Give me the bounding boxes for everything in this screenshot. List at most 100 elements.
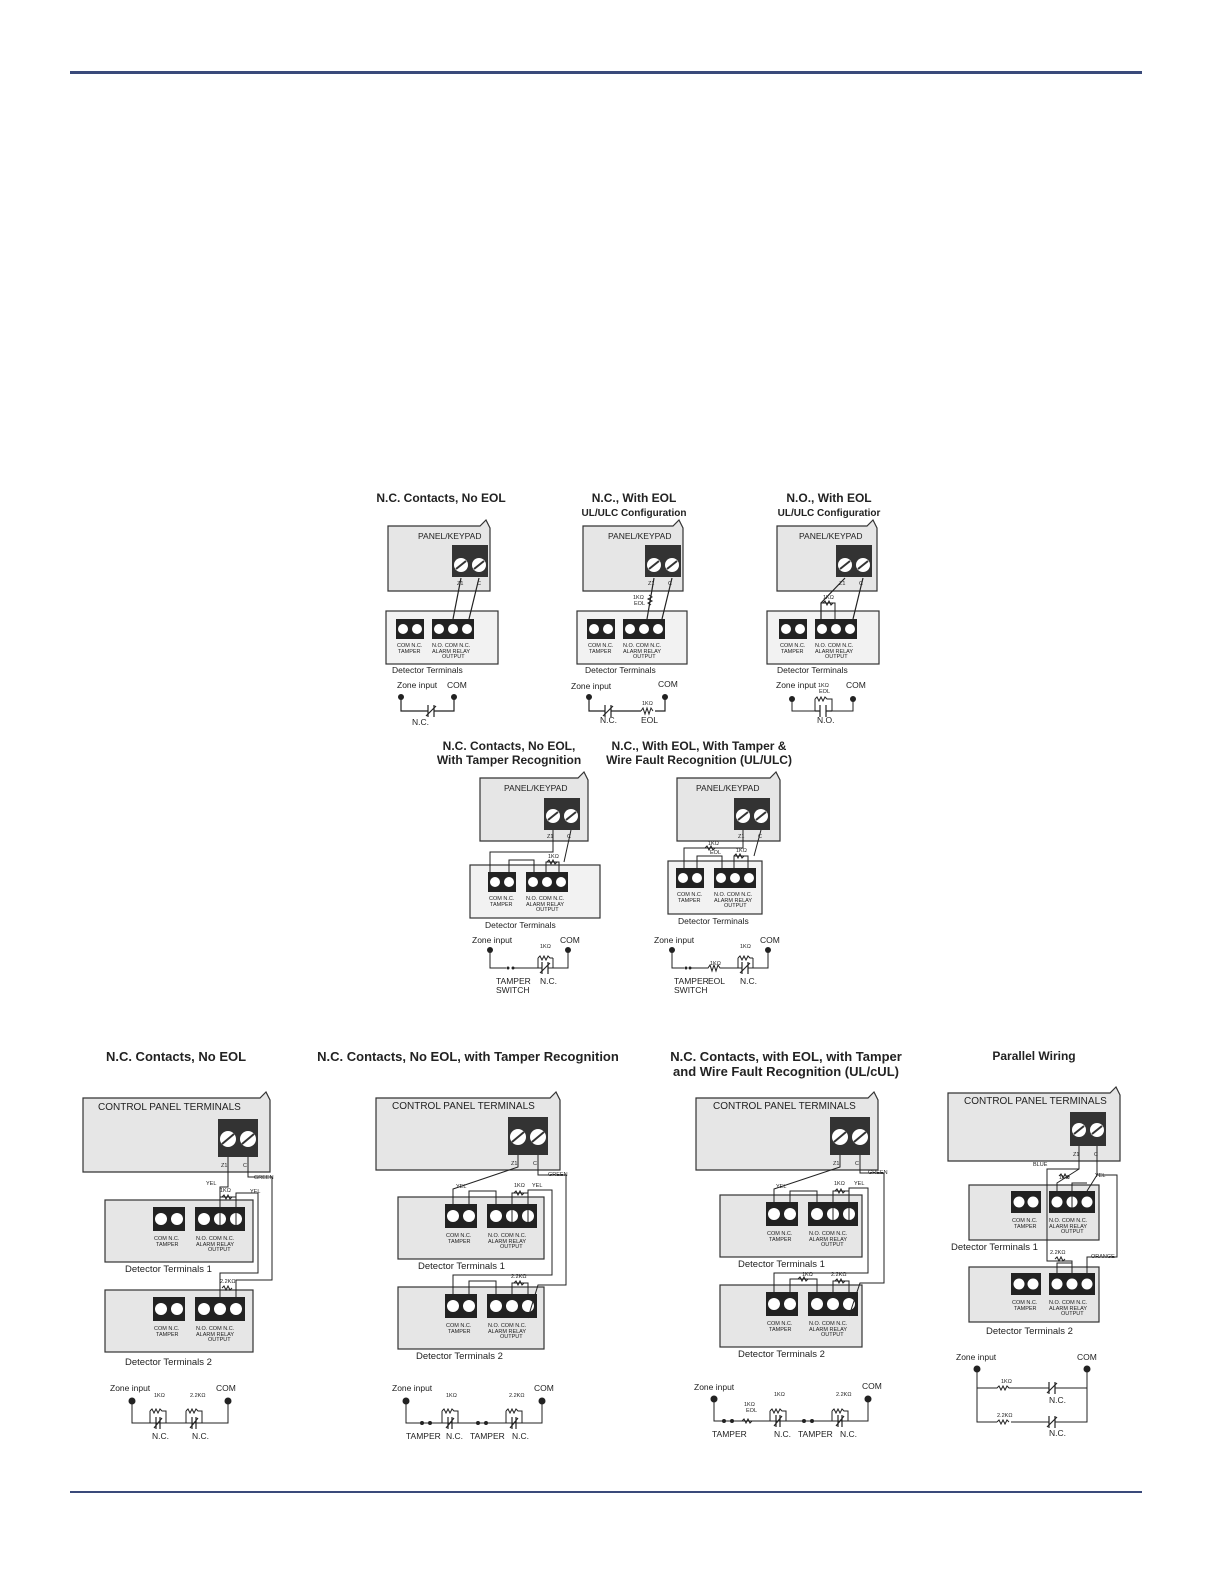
svg-text:Zone input: Zone input bbox=[654, 935, 695, 945]
panel-terminal-block bbox=[218, 1119, 258, 1157]
svg-text:COM N.C.: COM N.C. bbox=[154, 1236, 180, 1242]
svg-text:TAMPER: TAMPER bbox=[674, 976, 709, 986]
svg-text:N.C.: N.C. bbox=[512, 1431, 529, 1441]
footer-rule bbox=[70, 1491, 1142, 1493]
svg-text:Detector Terminals 2: Detector Terminals 2 bbox=[986, 1326, 1073, 1337]
tamper-terminal-block bbox=[779, 619, 807, 639]
diagram-title: N.C. Contacts, No EOL bbox=[376, 491, 505, 505]
svg-text:COM N.C.: COM N.C. bbox=[767, 1321, 793, 1327]
svg-text:Zone input: Zone input bbox=[776, 680, 817, 690]
svg-text:1KΩ: 1KΩ bbox=[514, 1183, 525, 1189]
svg-text:YEL: YEL bbox=[776, 1184, 786, 1190]
svg-text:ALARM RELAY: ALARM RELAY bbox=[488, 1329, 526, 1335]
panel-terminal-block bbox=[544, 798, 580, 830]
svg-text:CONTROL PANEL TERMINALS: CONTROL PANEL TERMINALS bbox=[713, 1101, 856, 1112]
svg-text:YEL: YEL bbox=[250, 1189, 260, 1195]
svg-text:2.2KΩ: 2.2KΩ bbox=[190, 1393, 205, 1399]
diagram-title: N.C., With EOL, With Tamper & bbox=[612, 739, 787, 753]
svg-text:Detector Terminals: Detector Terminals bbox=[678, 916, 749, 926]
svg-text:Detector Terminals: Detector Terminals bbox=[485, 920, 556, 930]
svg-text:1KΩ: 1KΩ bbox=[548, 854, 559, 860]
svg-text:EOL: EOL bbox=[746, 1408, 757, 1414]
svg-text:1KΩ: 1KΩ bbox=[774, 1392, 785, 1398]
svg-text:TAMPER: TAMPER bbox=[406, 1431, 441, 1441]
diagram-title: N.C. Contacts, No EOL, with Tamper Recog… bbox=[317, 1049, 619, 1064]
svg-text:2.2KΩ: 2.2KΩ bbox=[220, 1279, 235, 1285]
svg-text:OUTPUT: OUTPUT bbox=[500, 1334, 523, 1340]
relay-terminal-block bbox=[526, 872, 568, 892]
no-contact-symbol bbox=[815, 705, 832, 717]
svg-text:Z1: Z1 bbox=[738, 834, 744, 840]
svg-text:ALARM RELAY: ALARM RELAY bbox=[526, 902, 564, 908]
svg-text:TAMPER: TAMPER bbox=[1014, 1306, 1037, 1312]
svg-text:OUTPUT: OUTPUT bbox=[724, 903, 747, 909]
panel-terminal-block bbox=[452, 545, 488, 577]
panel-terminal-block bbox=[836, 545, 872, 577]
svg-text:BLUE: BLUE bbox=[1033, 1162, 1048, 1168]
svg-text:TAMPER: TAMPER bbox=[496, 976, 531, 986]
svg-text:Zone input: Zone input bbox=[694, 1382, 735, 1392]
diagram-parallel: Parallel Wiring CONTROL PANEL TERMINALS … bbox=[947, 1049, 1121, 1438]
svg-text:1KΩ: 1KΩ bbox=[736, 848, 747, 854]
svg-text:Z1: Z1 bbox=[833, 1161, 839, 1167]
svg-text:YEL: YEL bbox=[1095, 1173, 1105, 1179]
svg-text:ALARM RELAY: ALARM RELAY bbox=[1049, 1224, 1087, 1230]
diagram-nc-eol-tamper: N.C., With EOL, With Tamper & Wire Fault… bbox=[606, 739, 792, 995]
diagram-dual-nc-no-eol: N.C. Contacts, No EOL CONTROL PANEL TERM… bbox=[82, 1049, 274, 1441]
svg-text:ALARM RELAY: ALARM RELAY bbox=[196, 1242, 234, 1248]
svg-text:ALARM RELAY: ALARM RELAY bbox=[488, 1239, 526, 1245]
svg-text:2.2KΩ: 2.2KΩ bbox=[1050, 1250, 1065, 1256]
svg-text:N.C.: N.C. bbox=[540, 976, 557, 986]
diagram-no-with-eol: N.O., With EOL UL/ULC Configuratior PANE… bbox=[766, 491, 880, 725]
svg-text:Z1: Z1 bbox=[839, 581, 845, 587]
diagram-nc-tamper: N.C. Contacts, No EOL, With Tamper Recog… bbox=[437, 739, 601, 995]
svg-text:COM N.C.: COM N.C. bbox=[154, 1326, 180, 1332]
svg-text:Zone input: Zone input bbox=[472, 935, 513, 945]
svg-text:1KΩ: 1KΩ bbox=[540, 944, 551, 950]
diagram-subtitle: With Tamper Recognition bbox=[437, 753, 581, 767]
svg-text:1KΩ: 1KΩ bbox=[220, 1188, 231, 1194]
svg-text:N.O. COM N.C.: N.O. COM N.C. bbox=[1049, 1300, 1088, 1306]
svg-text:N.O.: N.O. bbox=[817, 715, 834, 725]
diagram-dual-nc-eol-tamper: N.C. Contacts, with EOL, with Tamper and… bbox=[670, 1049, 902, 1439]
svg-text:N.C.: N.C. bbox=[740, 976, 757, 986]
svg-text:1KΩ: 1KΩ bbox=[1059, 1175, 1070, 1181]
svg-text:1KΩ: 1KΩ bbox=[446, 1393, 457, 1399]
svg-text:TAMPER: TAMPER bbox=[448, 1239, 471, 1245]
svg-text:GREEN: GREEN bbox=[548, 1172, 568, 1178]
svg-text:COM N.C.: COM N.C. bbox=[767, 1231, 793, 1237]
eol-resistor bbox=[640, 706, 654, 716]
diagram-title: N.O., With EOL bbox=[786, 491, 871, 505]
svg-text:COM N.C.: COM N.C. bbox=[1012, 1300, 1038, 1306]
svg-text:N.C.: N.C. bbox=[152, 1431, 169, 1441]
svg-text:Z1: Z1 bbox=[221, 1163, 227, 1169]
svg-text:1KΩ: 1KΩ bbox=[633, 595, 644, 601]
diagram-title: N.C. Contacts, No EOL bbox=[106, 1049, 246, 1064]
panel-terminal-block bbox=[830, 1117, 870, 1155]
svg-text:1KΩ: 1KΩ bbox=[818, 683, 829, 689]
svg-text:N.O. COM N.C.: N.O. COM N.C. bbox=[526, 896, 565, 902]
svg-text:COM N.C.: COM N.C. bbox=[677, 892, 703, 898]
svg-text:COM: COM bbox=[862, 1381, 882, 1391]
svg-text:Zone input: Zone input bbox=[110, 1383, 151, 1393]
svg-text:ALARM RELAY: ALARM RELAY bbox=[714, 898, 752, 904]
svg-text:EOL: EOL bbox=[641, 715, 658, 725]
svg-text:1KΩ: 1KΩ bbox=[740, 944, 751, 950]
diagram-subtitle: UL/ULC Configuration bbox=[582, 508, 687, 519]
svg-text:YEL: YEL bbox=[206, 1181, 216, 1187]
svg-text:1KΩ: 1KΩ bbox=[834, 1181, 845, 1187]
svg-text:PANEL/KEYPAD: PANEL/KEYPAD bbox=[696, 783, 759, 793]
svg-text:TAMPER: TAMPER bbox=[769, 1327, 792, 1333]
svg-text:C: C bbox=[758, 834, 762, 840]
svg-text:Z1: Z1 bbox=[511, 1161, 517, 1167]
svg-text:Z1: Z1 bbox=[547, 834, 553, 840]
svg-text:OUTPUT: OUTPUT bbox=[208, 1337, 231, 1343]
svg-text:GREEN: GREEN bbox=[254, 1175, 274, 1181]
svg-text:N.O. COM N.C.: N.O. COM N.C. bbox=[488, 1323, 527, 1329]
svg-text:N.C.: N.C. bbox=[600, 715, 617, 725]
svg-text:PANEL/KEYPAD: PANEL/KEYPAD bbox=[799, 531, 862, 541]
diagram-title: N.C. Contacts, with EOL, with Tamper bbox=[670, 1049, 902, 1064]
svg-text:CONTROL PANEL TERMINALS: CONTROL PANEL TERMINALS bbox=[964, 1096, 1107, 1107]
svg-text:2.2KΩ: 2.2KΩ bbox=[509, 1393, 524, 1399]
svg-text:1KΩ: 1KΩ bbox=[744, 1402, 755, 1408]
